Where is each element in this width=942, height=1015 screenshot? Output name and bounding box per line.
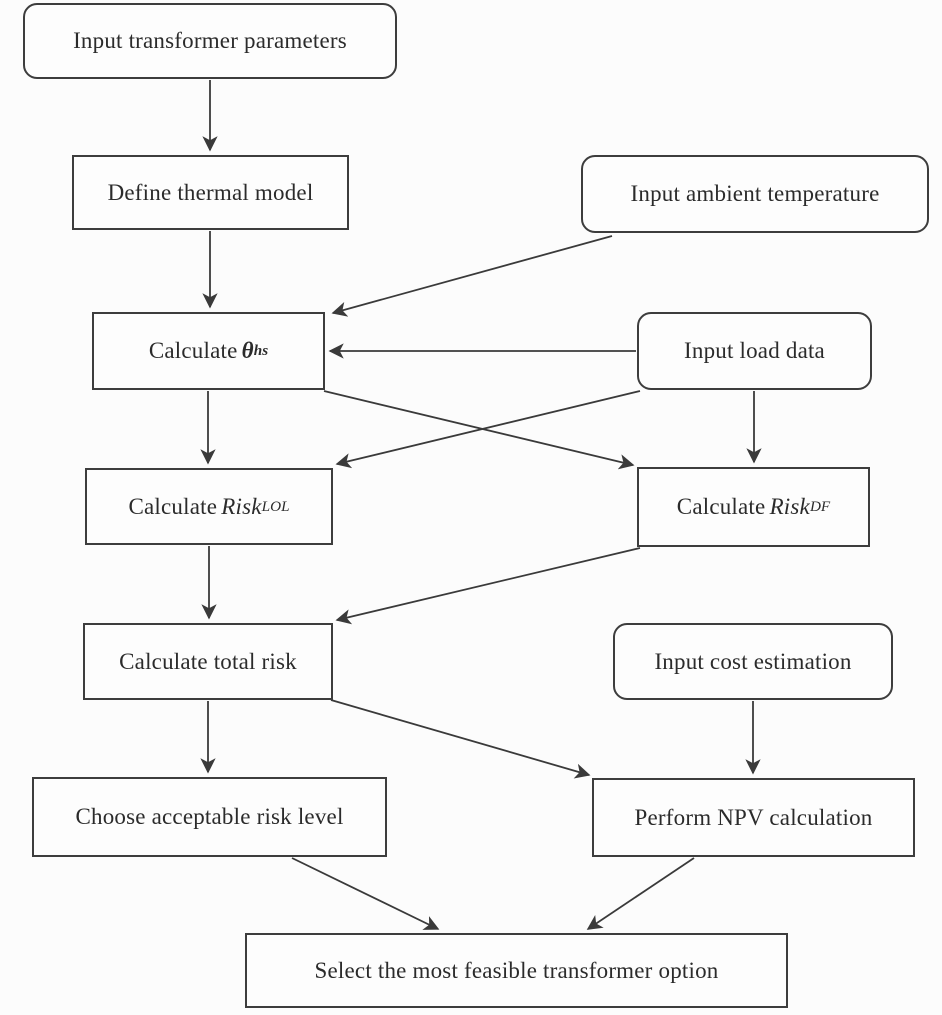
node-select-most-feasible-option: Select the most feasible transformer opt… [245, 933, 788, 1008]
node-choose-acceptable-risk-level: Choose acceptable risk level [32, 777, 387, 857]
node-define-thermal-model: Define thermal model [72, 155, 349, 230]
node-label: Input cost estimation [654, 648, 852, 674]
node-input-ambient-temperature: Input ambient temperature [581, 155, 929, 233]
node-calculate-total-risk: Calculate total risk [83, 623, 333, 700]
node-label: Perform NPV calculation [634, 804, 873, 830]
node-label: Input transformer parameters [73, 28, 347, 53]
math-symbol-risk: Risk [769, 494, 810, 519]
edge-theta-hs-to-risk-df [323, 390, 635, 470]
node-label: Input ambient temperature [630, 181, 880, 206]
edge-risk-df-to-total-risk [335, 547, 641, 625]
edge-load-data-to-risk-lol [335, 390, 641, 469]
node-label: Select the most feasible transformer opt… [314, 957, 719, 983]
node-input-load-data: Input load data [637, 312, 872, 390]
math-subscript: LOL [261, 497, 290, 515]
math-symbol-theta: θ [241, 338, 254, 363]
edge-ambient-temperature-to-theta-hs [331, 235, 613, 317]
node-label: Calculate [148, 338, 238, 363]
edge-total-risk-to-npv [330, 699, 591, 779]
edge-npv-to-select [586, 857, 695, 930]
node-input-transformer-parameters: Input transformer parameters [23, 3, 397, 79]
node-label: Choose acceptable risk level [75, 804, 344, 829]
node-label: Calculate [676, 494, 766, 519]
node-label: Calculate [128, 493, 218, 519]
math-subscript: DF [809, 498, 831, 515]
node-label: Input load data [684, 338, 825, 363]
edge-acceptable-risk-to-select [291, 857, 440, 930]
node-label: Define thermal model [107, 179, 314, 205]
node-perform-npv-calculation: Perform NPV calculation [592, 778, 915, 857]
node-label: Calculate total risk [119, 648, 297, 674]
math-symbol-risk: Risk [221, 493, 262, 519]
node-input-cost-estimation: Input cost estimation [613, 623, 893, 700]
math-subscript: hs [253, 342, 269, 359]
